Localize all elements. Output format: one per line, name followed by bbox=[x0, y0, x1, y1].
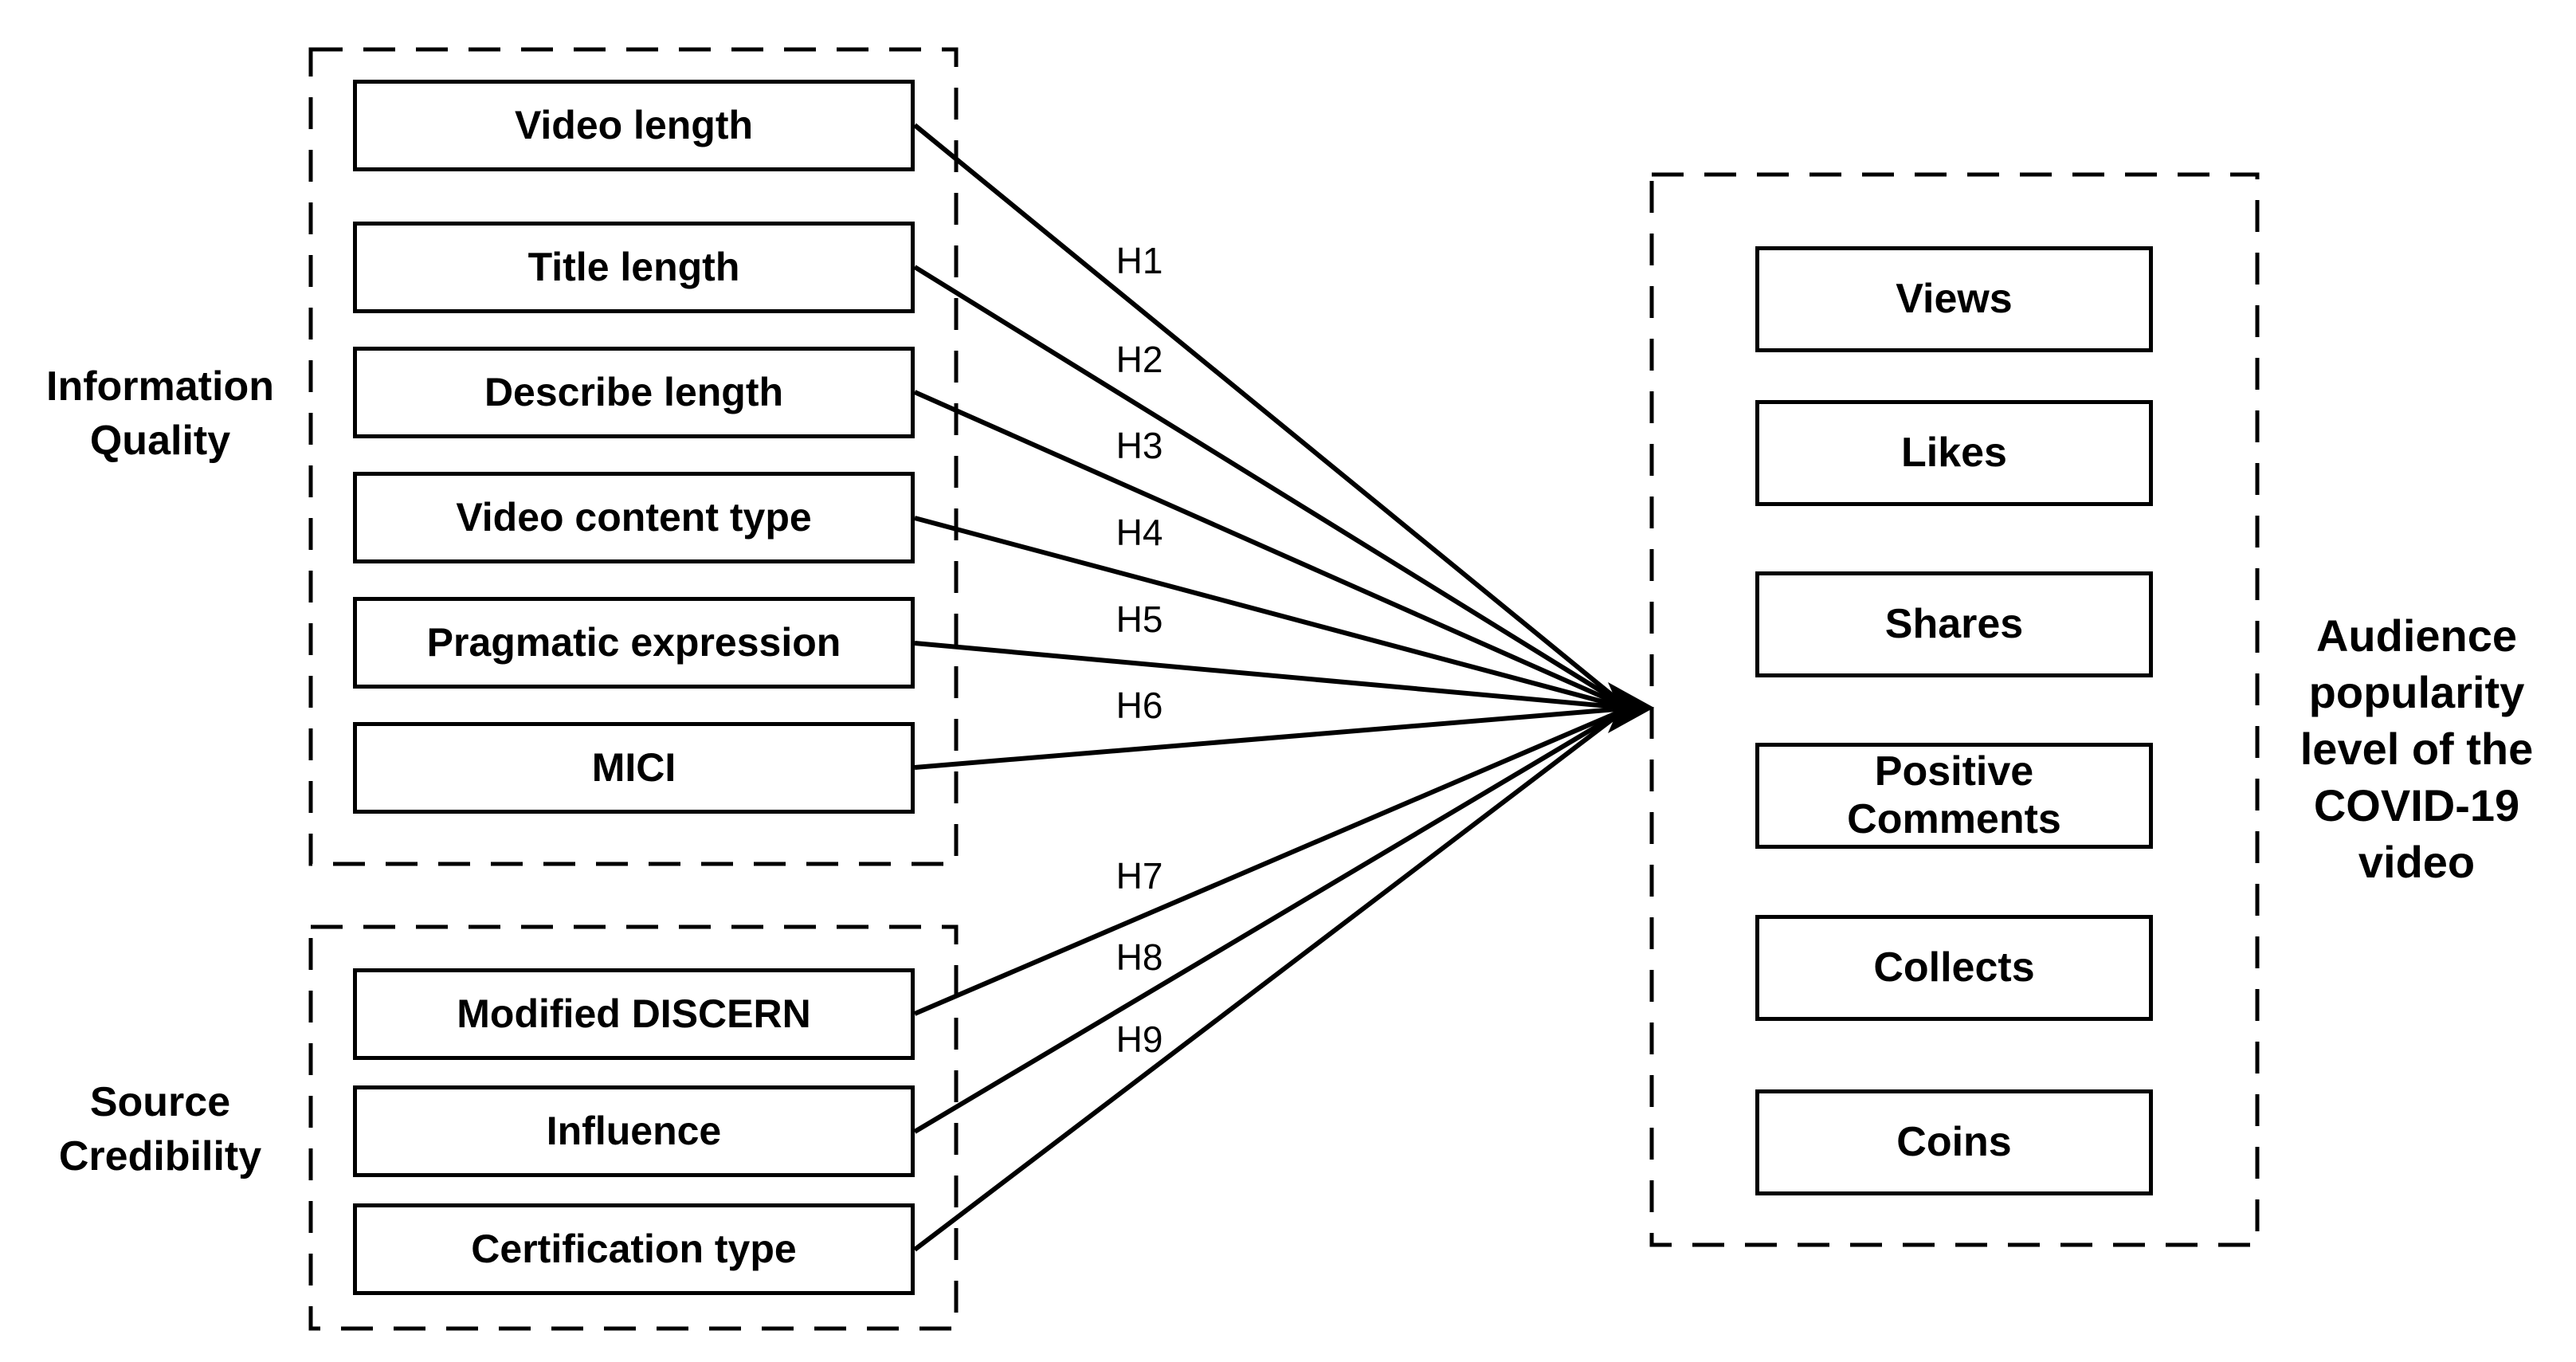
hypothesis-line-h5 bbox=[914, 641, 1626, 710]
hypothesis-label-h6: H6 bbox=[1115, 685, 1163, 726]
hypothesis-label-h1: H1 bbox=[1115, 240, 1163, 281]
box-views: Views bbox=[1755, 246, 2153, 352]
box-collects: Collects bbox=[1755, 915, 2153, 1021]
hypothesis-label-h3: H3 bbox=[1115, 425, 1163, 466]
information-quality-label: Information Quality bbox=[46, 363, 274, 464]
hypothesis-label-h7: H7 bbox=[1115, 855, 1163, 897]
hypothesis-line-h8 bbox=[913, 707, 1627, 1134]
box-modified-discern: Modified DISCERN bbox=[353, 968, 915, 1060]
hypothesis-label-h9: H9 bbox=[1115, 1019, 1163, 1060]
box-pragmatic-expression: Pragmatic expression bbox=[353, 597, 915, 689]
hypothesis-line-h7 bbox=[913, 707, 1627, 1016]
outcome-group-border bbox=[1649, 172, 2260, 1247]
hypothesis-line-h1 bbox=[913, 123, 1627, 708]
box-certification-type: Certification type bbox=[353, 1203, 915, 1295]
outcome-label: Audience popularity level of the COVID-1… bbox=[2300, 610, 2534, 888]
box-positive-comments: Positive Comments bbox=[1755, 743, 2153, 849]
box-coins: Coins bbox=[1755, 1089, 2153, 1195]
hypothesis-line-h4 bbox=[914, 516, 1626, 710]
box-video-length: Video length bbox=[353, 80, 915, 171]
hypothesis-line-h3 bbox=[913, 390, 1627, 709]
source-credibility-label: Source Credibility bbox=[58, 1079, 262, 1179]
information-quality-group-border bbox=[308, 47, 959, 866]
arrowhead-icon bbox=[1608, 682, 1654, 733]
box-title-length: Title length bbox=[353, 222, 915, 313]
hypothesis-line-h6 bbox=[914, 706, 1626, 770]
box-influence: Influence bbox=[353, 1085, 915, 1177]
box-likes: Likes bbox=[1755, 400, 2153, 506]
box-describe-length: Describe length bbox=[353, 347, 915, 438]
box-mici: MICI bbox=[353, 722, 915, 814]
hypothesis-label-h4: H4 bbox=[1115, 512, 1163, 553]
box-shares: Shares bbox=[1755, 571, 2153, 677]
hypothesis-line-h2 bbox=[913, 265, 1627, 708]
box-video-content-type: Video content type bbox=[353, 472, 915, 563]
hypothesis-line-h9 bbox=[913, 707, 1627, 1252]
source-credibility-group-border bbox=[308, 924, 959, 1331]
hypothesis-label-h5: H5 bbox=[1115, 599, 1163, 640]
hypothesis-label-h2: H2 bbox=[1115, 339, 1163, 380]
hypothesis-label-h8: H8 bbox=[1115, 936, 1163, 978]
